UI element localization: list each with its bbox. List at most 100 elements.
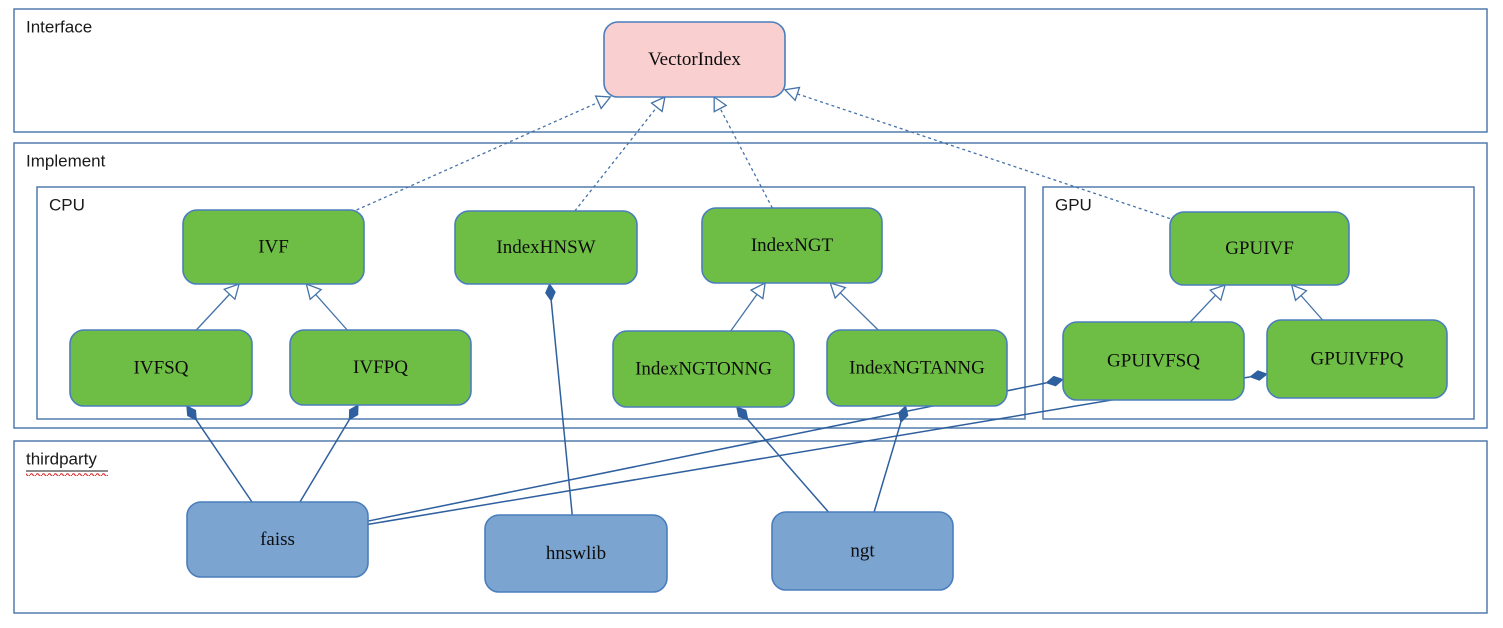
node-label-indexngt: IndexNGT bbox=[751, 235, 834, 256]
edge-line bbox=[1300, 295, 1324, 321]
node-label-faiss: faiss bbox=[260, 529, 295, 550]
frame-thirdparty: thirdparty bbox=[13, 440, 1488, 614]
node-box-gpuivfsq[interactable] bbox=[1062, 321, 1245, 401]
node-ivfsq[interactable]: IVFSQ bbox=[69, 329, 253, 407]
node-faiss[interactable]: faiss bbox=[186, 501, 369, 578]
edge-line bbox=[747, 419, 829, 513]
frame-gpu: GPU bbox=[1042, 186, 1475, 420]
frame-border-thirdparty bbox=[13, 440, 1488, 614]
node-indexhnsw[interactable]: IndexHNSW bbox=[454, 210, 638, 285]
node-label-ivfsq: IVFSQ bbox=[134, 357, 189, 378]
composition-diamond-icon bbox=[348, 404, 359, 421]
edge-indexngtonng-indexngt bbox=[730, 281, 766, 332]
edge-line bbox=[873, 422, 902, 513]
node-indexngtanng[interactable]: IndexNGTANNG bbox=[826, 329, 1008, 407]
edge-line bbox=[797, 93, 1171, 220]
edge-ngt-indexngtonng bbox=[736, 406, 829, 513]
node-label-indexngtonng: IndexNGTONNG bbox=[635, 358, 772, 379]
edge-line bbox=[367, 376, 1251, 526]
edge-ngt-indexngtanng bbox=[873, 405, 909, 513]
spellcheck-squiggle-icon bbox=[26, 472, 108, 476]
node-label-indexngtanng: IndexNGTANNG bbox=[849, 357, 985, 378]
node-vectorindex[interactable]: VectorIndex bbox=[603, 21, 786, 98]
frame-label-gpu: GPU bbox=[1055, 195, 1092, 214]
node-label-ivfpq: IVFPQ bbox=[353, 357, 408, 378]
node-indexngt[interactable]: IndexNGT bbox=[701, 207, 883, 284]
node-gpuivfpq[interactable]: GPUIVFPQ bbox=[1266, 319, 1448, 399]
frame-cpu: CPU bbox=[36, 186, 1026, 420]
frame-interface: Interface bbox=[13, 8, 1488, 133]
edge-faiss-ivfsq bbox=[186, 405, 253, 503]
edge-faiss-ivfpq bbox=[299, 404, 359, 503]
edge-line bbox=[315, 294, 348, 331]
edge-line bbox=[730, 294, 758, 332]
composition-diamond-icon bbox=[1249, 370, 1269, 381]
edge-gpuivfpq-gpuivf bbox=[1290, 283, 1324, 321]
node-box-ivfsq[interactable] bbox=[69, 329, 253, 407]
node-box-hnswlib[interactable] bbox=[484, 514, 668, 593]
node-label-ngt: ngt bbox=[850, 540, 875, 561]
node-label-vectorindex: VectorIndex bbox=[648, 49, 741, 70]
node-box-faiss[interactable] bbox=[186, 501, 369, 578]
frame-border-interface bbox=[13, 8, 1488, 133]
frame-border-cpu bbox=[36, 186, 1026, 420]
frame-border-gpu bbox=[1042, 186, 1475, 420]
node-indexngtonng[interactable]: IndexNGTONNG bbox=[612, 330, 795, 408]
node-box-indexngtanng[interactable] bbox=[826, 329, 1008, 407]
realization-arrowhead-icon bbox=[594, 95, 612, 110]
node-box-indexngt[interactable] bbox=[701, 207, 883, 284]
edge-gpuivf-vectorindex bbox=[783, 86, 1171, 220]
inheritance-arrowhead-icon bbox=[749, 281, 766, 300]
node-label-ivf: IVF bbox=[258, 236, 289, 257]
edge-line bbox=[356, 101, 599, 211]
node-box-ivf[interactable] bbox=[182, 209, 365, 285]
edge-gpuivfsq-gpuivf bbox=[1189, 283, 1227, 323]
composition-diamond-icon bbox=[1045, 375, 1065, 387]
node-hnswlib[interactable]: hnswlib bbox=[484, 514, 668, 593]
node-ngt[interactable]: ngt bbox=[771, 511, 954, 591]
edge-line bbox=[550, 300, 573, 516]
node-box-indexhnsw[interactable] bbox=[454, 210, 638, 285]
node-ivfpq[interactable]: IVFPQ bbox=[289, 329, 472, 406]
node-gpuivf[interactable]: GPUIVF bbox=[1169, 211, 1350, 286]
node-gpuivfsq[interactable]: GPUIVFSQ bbox=[1062, 321, 1245, 401]
edge-ivfpq-ivf bbox=[305, 282, 348, 331]
frame-label-thirdparty: thirdparty bbox=[26, 449, 97, 468]
edge-faiss-gpuivfpq bbox=[367, 370, 1269, 526]
realization-arrowhead-icon bbox=[650, 95, 666, 113]
inheritance-arrowhead-icon bbox=[1290, 283, 1308, 302]
edge-line bbox=[195, 293, 231, 331]
node-label-hnswlib: hnswlib bbox=[546, 543, 606, 564]
frame-implement: Implement bbox=[13, 142, 1488, 429]
edge-line bbox=[839, 292, 879, 331]
edges-layer bbox=[186, 86, 1324, 526]
edge-line bbox=[299, 419, 350, 503]
realization-arrowhead-icon bbox=[713, 95, 728, 113]
edge-line bbox=[574, 106, 658, 212]
composition-diamond-icon bbox=[545, 282, 556, 302]
node-box-indexngtonng[interactable] bbox=[612, 330, 795, 408]
node-box-ngt[interactable] bbox=[771, 511, 954, 591]
frame-label-cpu: CPU bbox=[49, 195, 85, 214]
edge-hnswlib-indexhnsw bbox=[545, 282, 573, 516]
node-box-vectorindex[interactable] bbox=[603, 21, 786, 98]
edge-ivf-vectorindex bbox=[356, 95, 612, 211]
node-label-gpuivfsq: GPUIVFSQ bbox=[1107, 350, 1200, 371]
composition-diamond-icon bbox=[898, 405, 909, 424]
frame-border-implement bbox=[13, 142, 1488, 429]
node-box-gpuivf[interactable] bbox=[1169, 211, 1350, 286]
node-ivf[interactable]: IVF bbox=[182, 209, 365, 285]
frame-label-interface: Interface bbox=[26, 17, 92, 36]
node-box-gpuivfpq[interactable] bbox=[1266, 319, 1448, 399]
edge-line bbox=[1189, 294, 1216, 323]
node-label-gpuivf: GPUIVF bbox=[1225, 238, 1294, 259]
edge-indexhnsw-vectorindex bbox=[574, 95, 666, 212]
node-label-gpuivfpq: GPUIVFPQ bbox=[1311, 348, 1404, 369]
edge-line bbox=[719, 108, 773, 209]
node-box-ivfpq[interactable] bbox=[289, 329, 472, 406]
composition-diamond-icon bbox=[736, 406, 749, 421]
